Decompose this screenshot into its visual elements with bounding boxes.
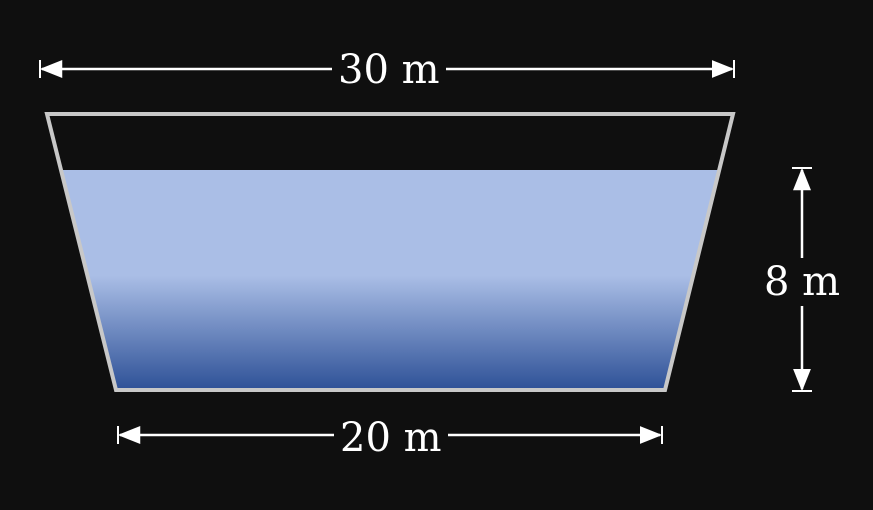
bottom-width-label: 20 m xyxy=(334,418,448,458)
top-width-label: 30 m xyxy=(332,50,446,90)
water-region xyxy=(61,170,719,390)
water-depth-label: 8 m xyxy=(760,258,845,306)
tank-outline xyxy=(44,112,736,392)
